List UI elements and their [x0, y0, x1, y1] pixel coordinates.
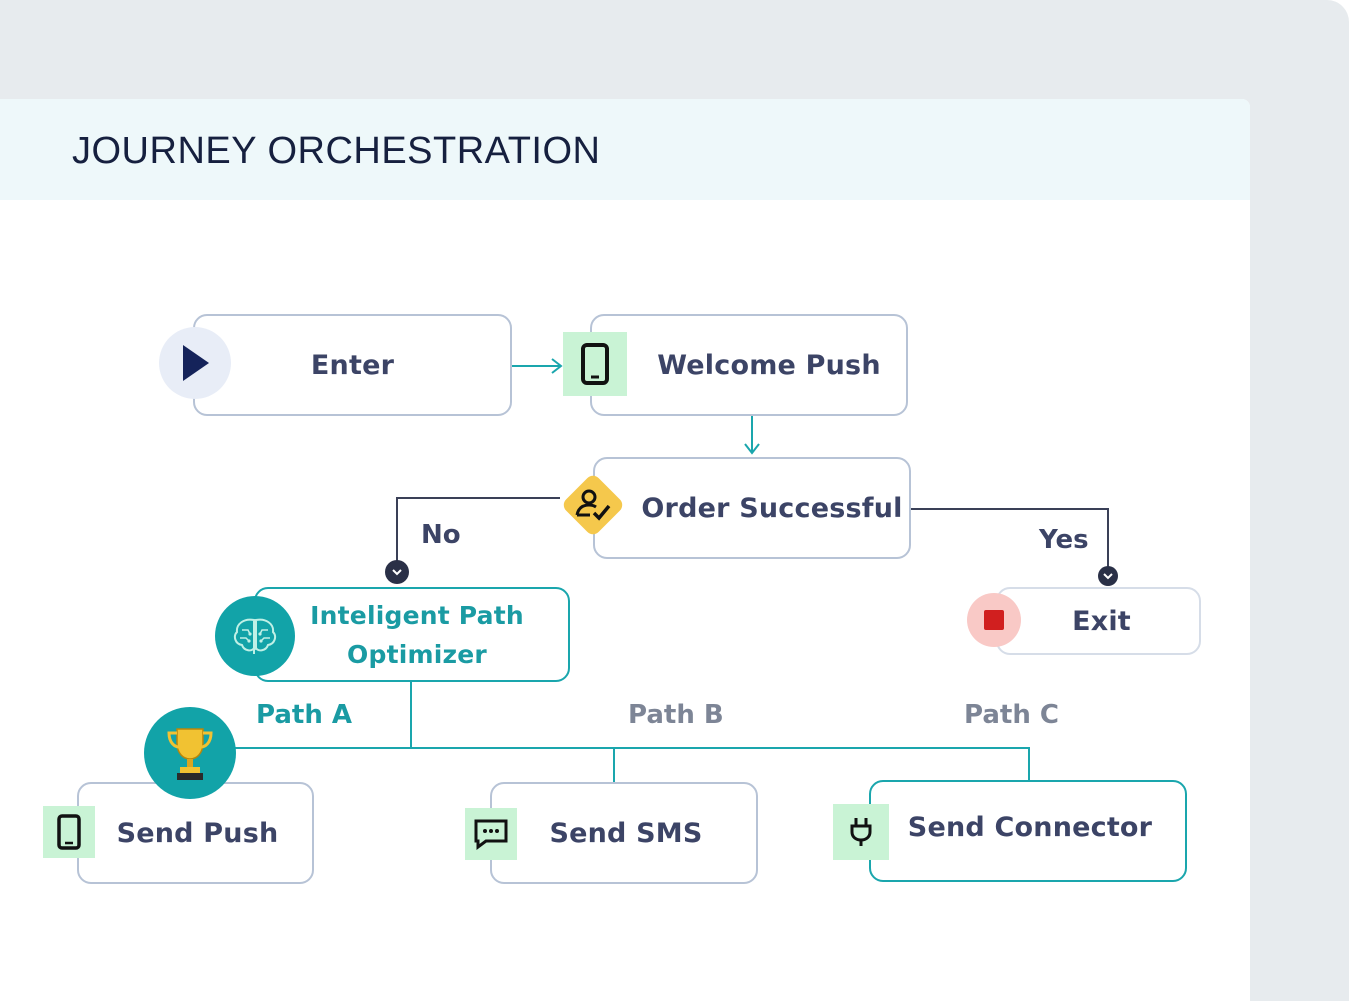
arrowhead-welcome-order	[744, 443, 760, 455]
path-b-label: Path B	[628, 700, 724, 730]
send-push-label: Send Push	[116, 817, 279, 849]
send-connector-node[interactable]: Send Connector	[869, 780, 1187, 882]
mobile-phone-icon	[57, 814, 81, 850]
plug-icon	[850, 818, 872, 846]
path-a-label: Path A	[256, 700, 353, 730]
mobile-phone-icon	[581, 343, 609, 385]
enter-node[interactable]: Enter	[193, 314, 512, 416]
optimizer-label-line2: Optimizer	[347, 639, 487, 669]
send-connector-icon-badge	[833, 804, 889, 860]
enter-label: Enter	[310, 349, 395, 381]
welcome-push-label: Welcome Push	[657, 349, 881, 381]
path-optimizer-node[interactable]: Inteligent Path Optimizer	[254, 587, 570, 682]
user-check-icon	[561, 473, 625, 537]
send-push-icon-badge	[43, 806, 95, 858]
brain-circuit-icon	[215, 596, 295, 676]
connector-yes-branch	[910, 508, 1109, 570]
send-sms-node[interactable]: Send SMS	[490, 782, 758, 884]
exit-label: Exit	[1072, 605, 1131, 637]
welcome-push-icon-badge	[563, 332, 627, 396]
arrowhead-enter-welcome	[551, 358, 563, 374]
welcome-push-node[interactable]: Welcome Push	[590, 314, 908, 416]
send-sms-icon-badge	[465, 808, 517, 860]
page-title: JOURNEY ORCHESTRATION	[72, 130, 601, 172]
card-header: JOURNEY ORCHESTRATION	[0, 99, 1250, 200]
trophy-icon	[144, 707, 236, 799]
path-c-label: Path C	[964, 700, 1059, 730]
chat-bubble-icon	[474, 819, 508, 850]
connector-path-bc	[411, 747, 1030, 780]
play-icon	[159, 327, 231, 399]
stop-icon	[967, 593, 1021, 647]
send-sms-label: Send SMS	[549, 817, 703, 849]
send-connector-label: Send Connector	[907, 812, 1153, 843]
order-successful-label: Order Successful	[641, 492, 903, 524]
yes-chevron-down-icon	[1098, 566, 1118, 586]
yes-label: Yes	[1039, 525, 1089, 555]
exit-node[interactable]: Exit	[996, 587, 1201, 655]
no-label: No	[421, 520, 461, 550]
no-chevron-down-icon	[385, 560, 409, 584]
connector-no-branch	[396, 497, 560, 566]
optimizer-label-line1: Inteligent Path	[310, 600, 524, 630]
order-successful-node[interactable]: Order Successful	[593, 457, 911, 559]
